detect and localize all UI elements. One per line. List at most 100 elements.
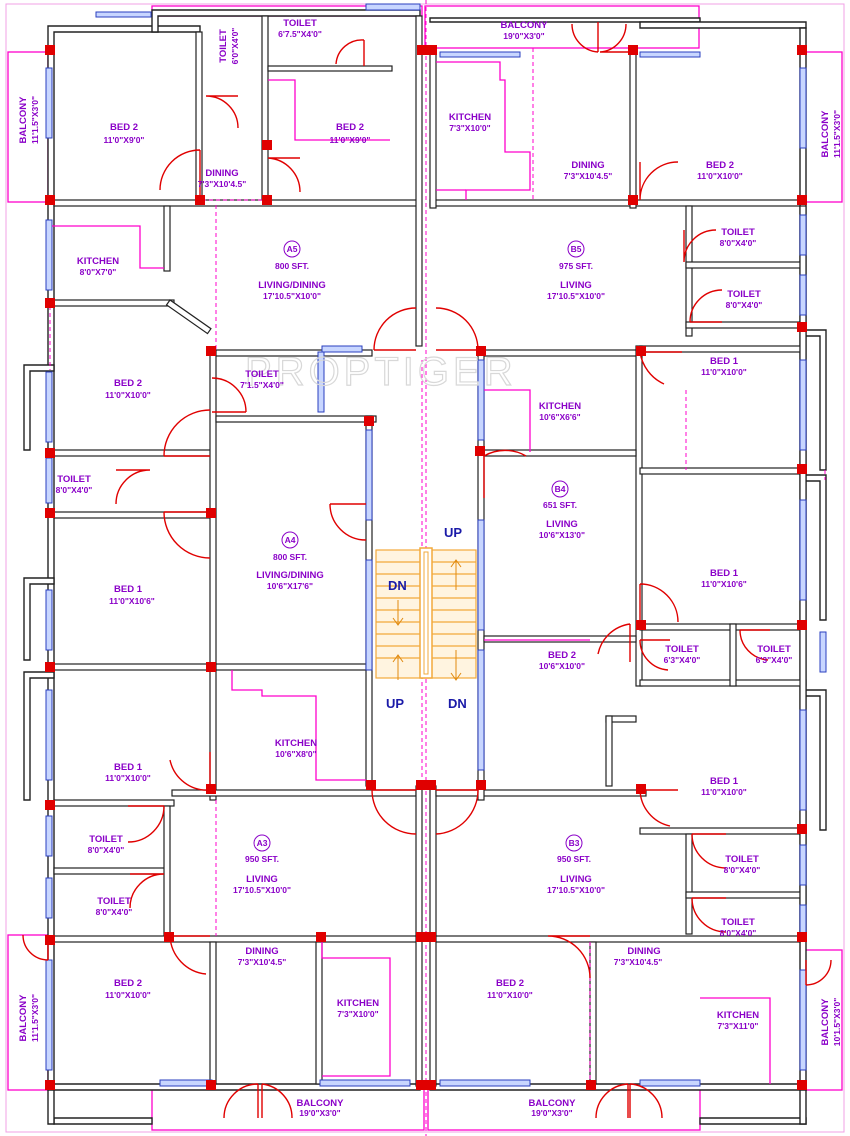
- room-dims: 11'1.5"X3'0": [30, 994, 40, 1042]
- room-name: TOILET: [721, 917, 755, 928]
- unit-a3-code: A3: [257, 838, 268, 848]
- room-name: KITCHEN: [449, 112, 491, 123]
- unit-b5-dims: 17'10.5"X10'0": [547, 291, 605, 301]
- room-toilet-r1: TOILET 8'0"X4'0": [720, 227, 757, 248]
- unit-b5-area: 975 SFT.: [559, 261, 593, 271]
- room-name: BALCONY: [297, 1098, 345, 1109]
- room-name: DINING: [571, 160, 604, 171]
- room-dims: 7'3"X10'4.5": [238, 957, 287, 967]
- room-balcony-br: BALCONY 19'0"X3'0": [529, 1098, 577, 1118]
- room-bed2-e: BED 2 10'6"X10'0": [539, 650, 585, 671]
- room-toilet-l2: TOILET 8'0"X4'0": [96, 896, 133, 917]
- unit-a3-room: LIVING: [246, 874, 278, 885]
- room-dims: 8'0"X4'0": [720, 238, 757, 248]
- room-dims: 10'1.5"X3'0": [832, 998, 842, 1047]
- unit-a4-dims: 10'6"X17'6": [267, 581, 313, 591]
- room-kitchen-e: KITCHEN 7'3"X10'0": [337, 998, 379, 1019]
- room-toilet-left: TOILET 8'0"X4'0": [56, 474, 93, 495]
- room-name: TOILET: [665, 644, 699, 655]
- unit-a3: A3 950 SFT. LIVING 17'10.5"X10'0": [233, 834, 291, 895]
- room-dims: 10'6"X8'0": [275, 749, 316, 759]
- room-dims: 11'0"X10'0": [701, 367, 747, 377]
- room-dims: 11'1.5"X3'0": [30, 96, 40, 144]
- room-toilet-r4: TOILET 8'0"X4'0": [720, 917, 757, 938]
- room-name: BED 2: [114, 378, 142, 389]
- unit-a5-code: A5: [287, 244, 298, 254]
- room-dims: 7'3"X10'0": [449, 123, 490, 133]
- room-bed1-a: BED 1 11'0"X10'0": [701, 356, 747, 377]
- room-name: BED 2: [336, 122, 364, 133]
- unit-a5-dims: 17'10.5"X10'0": [263, 291, 321, 301]
- room-toilet-r2: TOILET 8'0"X4'0": [726, 289, 763, 310]
- unit-a5: A5 800 SFT. LIVING/DINING 17'10.5"X10'0": [258, 240, 326, 301]
- unit-a4-room: LIVING/DINING: [256, 570, 324, 581]
- room-name: BED 1: [710, 776, 739, 787]
- stair-dn-label-1: DN: [388, 578, 407, 593]
- room-name: KITCHEN: [337, 998, 379, 1009]
- unit-b3: B3 950 SFT. LIVING 17'10.5"X10'0": [547, 834, 605, 895]
- room-name: BED 2: [706, 160, 734, 171]
- room-balcony-top: BALCONY 19'0"X3'0": [501, 20, 549, 41]
- room-dims: 8'0"X4'0": [720, 928, 757, 938]
- room-bed2-a: BED 2 11'0"X9'0": [104, 122, 145, 145]
- room-name: KITCHEN: [77, 256, 119, 267]
- room-dims: 11'0"X10'0": [701, 787, 747, 797]
- room-dims: 10'6"X10'0": [539, 661, 585, 671]
- room-balcony-left-top: BALCONY 11'1.5"X3'0": [18, 96, 40, 144]
- room-dining-a: DINING 7'3"X10'4.5": [198, 168, 247, 189]
- room-dims: 11'0"X10'6": [701, 579, 747, 589]
- room-dims: 6'0"X4'0": [230, 28, 240, 65]
- room-bed2-g: BED 2 11'0"X10'0": [487, 978, 533, 1000]
- windows: [45, 3, 827, 1087]
- room-name: TOILET: [245, 369, 279, 380]
- room-dims: 7'1.5"X4'0": [240, 380, 284, 390]
- room-bed1-d: BED 1 11'0"X10'0": [105, 762, 151, 783]
- unit-a3-area: 950 SFT.: [245, 854, 279, 864]
- columns: [45, 45, 807, 1090]
- unit-b3-dims: 17'10.5"X10'0": [547, 885, 605, 895]
- room-bed1-c: BED 1 11'0"X10'6": [701, 568, 747, 589]
- room-dims: 11'0"X10'0": [697, 171, 743, 181]
- unit-a5-room: LIVING/DINING: [258, 280, 326, 291]
- room-dims: 8'0"X7'0": [80, 267, 117, 277]
- room-bed2-b: BED 2 11'0"X9'0": [330, 122, 371, 145]
- room-name: KITCHEN: [717, 1010, 759, 1021]
- room-toilet-r3: TOILET 8'0"X4'0": [724, 854, 761, 875]
- room-kitchen-c: KITCHEN 10'6"X6'6": [539, 401, 581, 422]
- room-dims: 11'0"X10'0": [105, 773, 151, 783]
- room-name: TOILET: [97, 896, 131, 907]
- room-name: BED 1: [114, 584, 143, 595]
- room-dims: 7'3"X10'0": [337, 1009, 378, 1019]
- unit-labels: A5 800 SFT. LIVING/DINING 17'10.5"X10'0"…: [233, 240, 605, 895]
- room-name: BALCONY: [820, 110, 831, 158]
- room-dims: 6'3"X4'0": [664, 655, 701, 665]
- room-name: TOILET: [725, 854, 759, 865]
- stair-up-label-1: UP: [444, 525, 462, 540]
- room-dims: 11'0"X9'0": [330, 135, 371, 145]
- room-dims: 19'0"X3'0": [503, 31, 544, 41]
- room-dims: 8'0"X4'0": [88, 845, 125, 855]
- room-name: BED 2: [496, 978, 524, 989]
- unit-b5: B5 975 SFT. LIVING 17'10.5"X10'0": [547, 240, 605, 301]
- room-dims: 6'3"X4'0": [756, 655, 793, 665]
- room-name: BED 2: [548, 650, 576, 661]
- stair-treads: [376, 561, 476, 659]
- room-bed1-b: BED 1 11'0"X10'6": [109, 584, 155, 606]
- unit-b3-code: B3: [569, 838, 580, 848]
- room-name: TOILET: [757, 644, 791, 655]
- room-name: BALCONY: [18, 994, 29, 1042]
- unit-a4: A4 800 SFT. LIVING/DINING 10'6"X17'6": [256, 531, 324, 591]
- unit-b5-room: LIVING: [560, 280, 592, 291]
- room-dims: 11'0"X10'0": [105, 390, 151, 400]
- room-name: BED 1: [710, 568, 739, 579]
- room-balcony-bl: BALCONY 19'0"X3'0": [297, 1098, 345, 1118]
- room-toilet-l1: TOILET 8'0"X4'0": [88, 834, 125, 855]
- unit-b4-area: 651 SFT.: [543, 500, 577, 510]
- room-dims: 7'3"X11'0": [718, 1021, 759, 1031]
- room-dims: 8'0"X4'0": [56, 485, 93, 495]
- room-toilet-mid: TOILET 7'1.5"X4'0": [240, 369, 284, 390]
- room-toilet-b2: TOILET 6'3"X4'0": [756, 644, 793, 665]
- watermark: PROPTIGER: [245, 350, 517, 394]
- room-dims: 8'0"X4'0": [726, 300, 763, 310]
